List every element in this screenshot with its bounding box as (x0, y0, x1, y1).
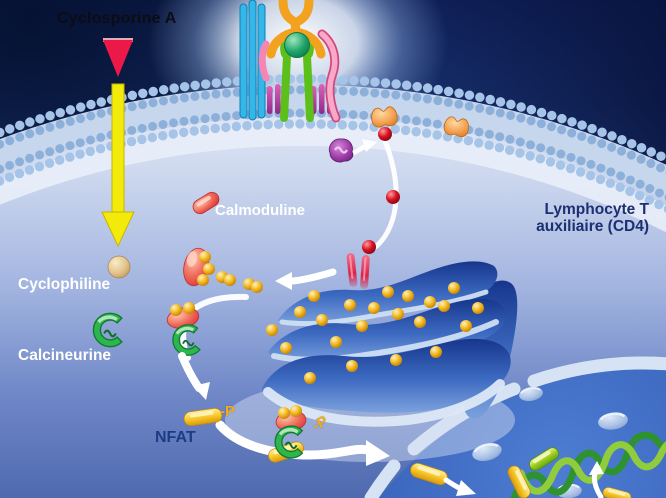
calcineurin-label: Calcineurine (18, 347, 112, 364)
cyclosporine-inhibitor (101, 38, 135, 279)
endoplasmic-reticulum (262, 253, 518, 427)
calmodulin-free-icon (183, 247, 215, 287)
cyclophilin-ball-icon (107, 255, 131, 279)
pink-chain-icon (258, 29, 341, 123)
calmodulin-capsule-icon (192, 191, 220, 215)
calcium-release (216, 268, 337, 293)
calmodulin-calcineurin-complex (166, 302, 202, 359)
phosphate-label: -P (220, 403, 235, 420)
coreceptor-rods-icon (239, 0, 266, 121)
pore-to-dna-arrow (443, 477, 476, 496)
cyclophilin-label: Cyclophiline (18, 276, 111, 293)
cyclosporine-triangle-icon (103, 40, 133, 77)
membrane-signalling (328, 105, 471, 254)
activation-arrow (178, 352, 210, 400)
antigen-ball-icon (284, 32, 310, 58)
transcription-arrow (589, 461, 604, 498)
ip3-trail (368, 138, 399, 253)
membrane-inner-halo (0, 121, 666, 233)
dna-helix-icon (510, 431, 666, 498)
cell-type-label: Lymphocyte T auxiliaire (CD4) (536, 201, 649, 236)
nfat-transport-band (215, 420, 390, 466)
ip3-channel-icon (346, 253, 370, 289)
plc-arrowhead (362, 139, 377, 152)
plc-enzyme-icon (328, 138, 354, 163)
nfat-label: NFAT (155, 429, 196, 446)
antigen-receptor-complex (239, 0, 341, 123)
inhibition-arrow-icon (101, 83, 135, 248)
calmodulin-label: Calmoduline (215, 202, 306, 219)
nfat-calcineurin-complex (266, 405, 307, 465)
cyclosporine-label: Cyclosporine A (57, 10, 177, 27)
nucleus-contents (469, 384, 666, 498)
